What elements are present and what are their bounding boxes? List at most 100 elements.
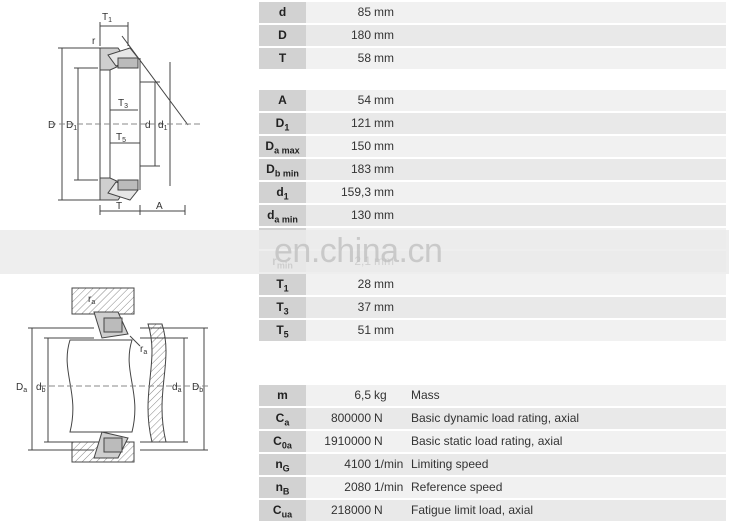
- mounting-dimensions-drawing: ra ra Da db da Db: [16, 287, 210, 463]
- spec-symbol: C0a: [259, 431, 306, 452]
- spec-symbol: D: [259, 25, 306, 46]
- spec-symbol: nG: [259, 454, 306, 475]
- spec-symbol-sub: 1: [283, 283, 289, 294]
- spec-description: Limiting speed: [411, 457, 489, 471]
- spec-symbol-sub: 1: [284, 122, 290, 133]
- spec-unit: mm: [374, 300, 394, 314]
- spec-symbol-main: n: [275, 457, 283, 471]
- spec-symbol-main: n: [275, 480, 283, 494]
- spec-value: 1910000: [324, 434, 371, 448]
- spec-value: 85: [357, 5, 371, 19]
- spec-symbol-main: T: [276, 300, 284, 314]
- spec-symbol: T1: [259, 274, 306, 295]
- label-T3: T3: [118, 98, 128, 110]
- spec-symbol: T5: [259, 320, 306, 341]
- spec-symbol-main: d: [278, 5, 287, 19]
- spec-unit: mm: [374, 139, 394, 153]
- spec-symbol: Da max: [259, 136, 306, 157]
- spec-symbol-main: D: [275, 116, 285, 130]
- spec-unit: N: [374, 503, 383, 517]
- spec-unit: kg: [374, 388, 387, 402]
- label-D: D: [48, 120, 55, 131]
- spec-symbol: nB: [259, 477, 306, 498]
- spec-symbol-main: C: [272, 503, 282, 517]
- spec-symbol: D1: [259, 113, 306, 134]
- spec-symbol: Db min: [259, 159, 306, 180]
- spec-symbol-sub: G: [282, 463, 290, 474]
- spec-value: 159,3: [340, 185, 371, 199]
- spec-value: 150: [350, 139, 371, 153]
- spec-value: 2080: [344, 480, 371, 494]
- spec-unit: 1/min: [374, 480, 404, 494]
- spec-symbol: m: [259, 385, 306, 406]
- spec-value: 6,5: [354, 388, 371, 402]
- spec-symbol-main: d: [267, 208, 275, 222]
- drawing-panel: T1 r D D1 T3 d d1 T5 T A: [0, 0, 250, 532]
- spec-value: 58: [357, 51, 371, 65]
- spec-description: Fatigue limit load, axial: [411, 503, 534, 517]
- spec-value: 180: [350, 28, 371, 42]
- spec-unit: N: [374, 411, 383, 425]
- spec-symbol-sub: a max: [274, 145, 300, 156]
- spec-unit: N: [374, 434, 383, 448]
- label-db: db: [36, 382, 46, 394]
- spec-value: 800000: [330, 411, 371, 425]
- spec-unit: mm: [374, 162, 394, 176]
- spec-description: Reference speed: [411, 480, 503, 494]
- spec-value: 218000: [330, 503, 371, 517]
- spec-symbol: Cua: [259, 500, 306, 521]
- spec-symbol: d: [259, 2, 306, 23]
- spec-symbol: Ca: [259, 408, 306, 429]
- spec-symbol-main: T: [278, 51, 287, 65]
- spec-value: 4100: [344, 457, 371, 471]
- label-ra-top: ra: [88, 294, 95, 306]
- spec-symbol-sub: ua: [281, 509, 293, 520]
- label-D1: D1: [66, 120, 77, 132]
- spec-value: 54: [357, 93, 371, 107]
- spec-value: 121: [350, 116, 371, 130]
- spec-symbol-sub: 3: [283, 306, 289, 317]
- spec-description: Mass: [411, 388, 440, 402]
- spec-symbol-main: D: [265, 139, 275, 153]
- spec-symbol-main: A: [278, 93, 287, 107]
- spec-symbol-main: T: [276, 277, 284, 291]
- spec-value: 51: [357, 323, 371, 337]
- spec-unit: mm: [374, 51, 394, 65]
- spec-unit: mm: [374, 93, 394, 107]
- spec-symbol-sub: a min: [274, 214, 298, 225]
- spec-symbol-sub: B: [282, 486, 290, 497]
- spec-description: Basic static load rating, axial: [411, 434, 563, 448]
- spec-unit: mm: [374, 208, 394, 222]
- spec-symbol: A: [259, 90, 306, 111]
- spec-symbol-main: d: [276, 185, 284, 199]
- spec-symbol-sub: b min: [274, 168, 299, 179]
- label-ra-mid: ra: [140, 344, 147, 356]
- spec-symbol-sub: a: [284, 417, 290, 428]
- spec-symbol: da min: [259, 205, 306, 226]
- spec-symbol: d1: [259, 182, 306, 203]
- spec-symbol-sub: 1: [283, 191, 289, 202]
- spec-symbol-main: C: [273, 434, 282, 448]
- spec-unit: mm: [374, 116, 394, 130]
- label-Da: Da: [16, 382, 27, 394]
- spec-unit: mm: [374, 5, 394, 19]
- label-d1: d1: [158, 120, 168, 132]
- spec-symbol-main: m: [277, 388, 288, 402]
- watermark-band: [0, 230, 729, 274]
- spec-value: 37: [357, 300, 371, 314]
